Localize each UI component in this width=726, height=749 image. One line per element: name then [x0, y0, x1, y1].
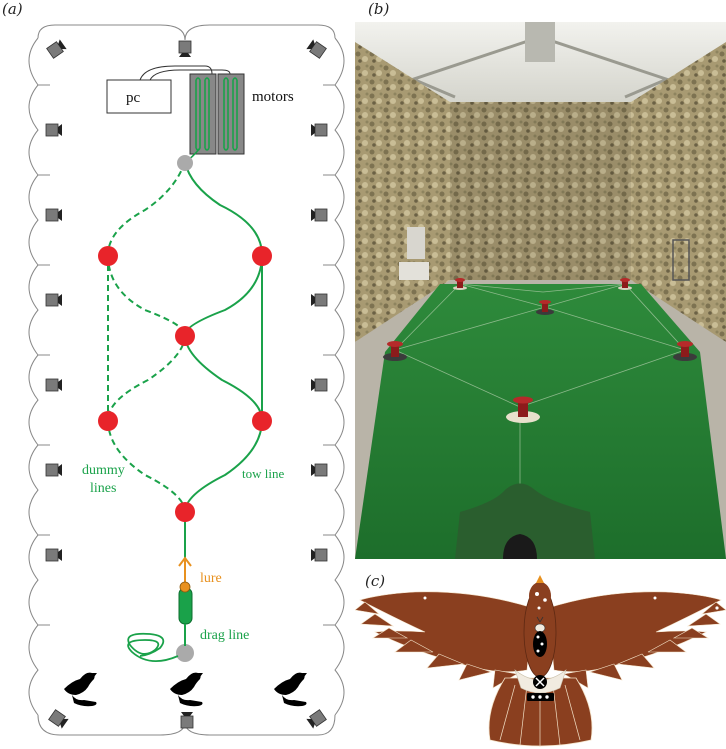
right-wing — [547, 591, 726, 689]
dummy-lines-label-2: lines — [90, 481, 116, 496]
launch-ramp — [455, 483, 595, 559]
pulley-red — [252, 411, 272, 431]
backpack-marker — [533, 616, 547, 657]
pc-label: pc — [126, 90, 141, 106]
hawk-silhouette-icon — [64, 672, 307, 707]
pulley-top — [177, 155, 193, 171]
pulley-red — [98, 411, 118, 431]
lure-label: lure — [200, 571, 222, 586]
dummy-lines-label-1: dummy — [82, 463, 125, 478]
floor-pulleys — [383, 278, 697, 423]
arena-schematic: pc motors — [28, 24, 345, 736]
motors-label: motors — [252, 89, 294, 105]
tail — [488, 669, 593, 747]
tail-marker — [527, 675, 554, 701]
arena-photo — [355, 22, 726, 559]
pulleys — [98, 155, 272, 662]
pulley-red — [175, 502, 195, 522]
panel-label-a: (a) — [2, 0, 23, 18]
drag-line-label: drag line — [200, 628, 249, 643]
pulley-red — [175, 326, 195, 346]
curtain-walls — [28, 24, 345, 736]
dummy-lines — [107, 161, 186, 513]
panel-label-c: (c) — [365, 572, 386, 590]
cameras — [45, 38, 328, 730]
tow-lines — [184, 161, 263, 585]
pulley-red — [98, 246, 118, 266]
motors-unit — [184, 73, 245, 163]
left-wing — [355, 591, 534, 689]
head — [529, 582, 551, 610]
tow-line-label: tow line — [242, 466, 284, 481]
beak — [536, 575, 544, 583]
pc-box — [106, 79, 172, 114]
pulley-red — [252, 246, 272, 266]
lure-marker — [179, 581, 191, 593]
pulley-bottom — [176, 644, 194, 662]
drag-body — [178, 587, 193, 625]
drag-line-coil — [127, 632, 179, 662]
lure-arrow — [178, 556, 192, 582]
panel-label-b: (b) — [368, 0, 390, 18]
hawk-illustration — [355, 575, 726, 747]
